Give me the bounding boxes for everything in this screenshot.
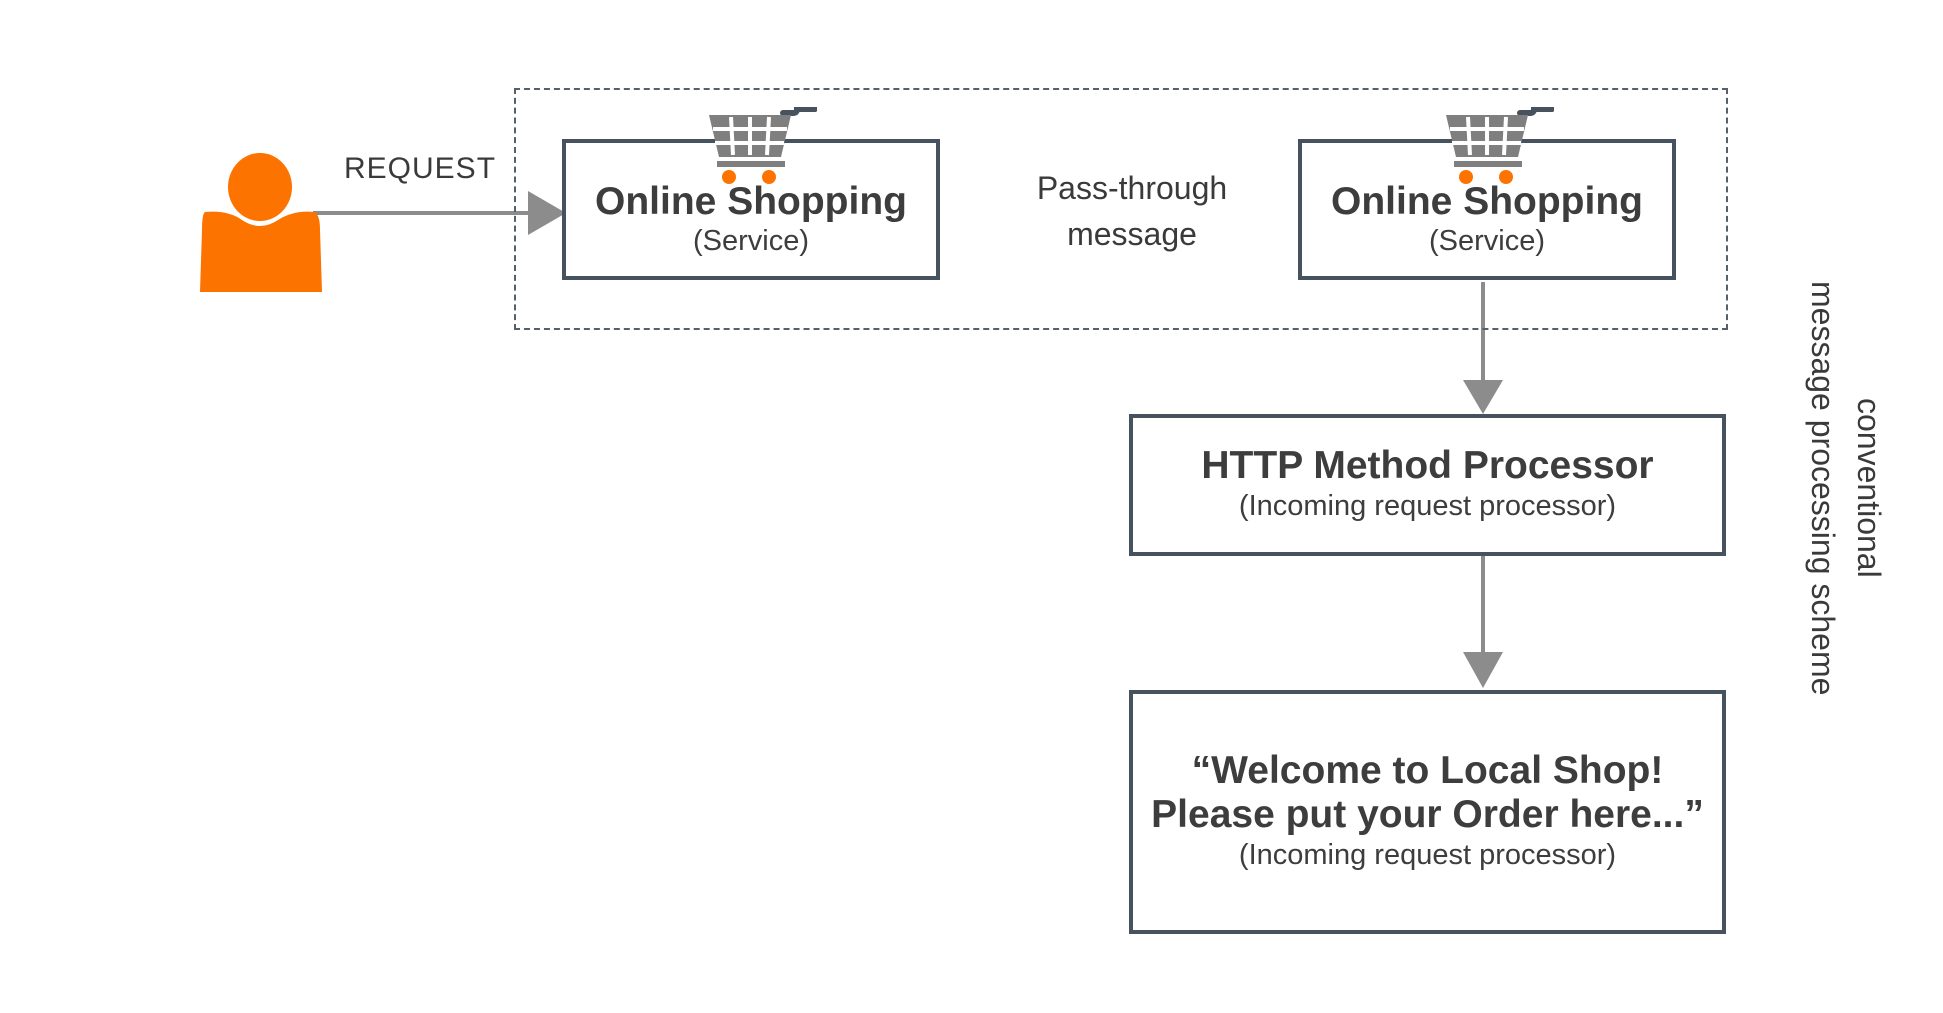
pass-through-line2: message — [1067, 216, 1197, 252]
request-label: REQUEST — [344, 152, 497, 185]
pass-through-label: Pass-through message — [1000, 165, 1264, 257]
side-note-line2: message processing scheme — [1805, 280, 1841, 696]
shopping-cart-icon — [709, 107, 817, 184]
request-arrow-head — [528, 191, 566, 235]
http-processor-title: HTTP Method Processor — [1201, 444, 1654, 488]
http-processor-subtitle: (Incoming request processor) — [1238, 489, 1617, 522]
side-note-line1: conventional — [1851, 398, 1887, 578]
welcome-line1: “Welcome to Local Shop! — [1191, 749, 1664, 793]
pass-through-group — [514, 88, 1728, 330]
welcome-processor[interactable]: “Welcome to Local Shop! Please put your … — [1129, 690, 1726, 934]
user-icon — [200, 153, 322, 292]
service-title: Online Shopping — [1331, 179, 1643, 223]
service-subtitle: (Service) — [692, 225, 809, 258]
service-title: Online Shopping — [595, 179, 907, 223]
pass-through-line1: Pass-through — [1036, 170, 1228, 206]
service-subtitle: (Service) — [1428, 225, 1545, 258]
side-note: conventional message processing scheme — [1790, 258, 1902, 718]
welcome-line2: Please put your Order here...” — [1151, 793, 1704, 837]
welcome-subtitle: (Incoming request processor) — [1238, 838, 1617, 871]
http-to-welcome-arrow-head — [1463, 652, 1503, 688]
shopping-cart-icon — [1446, 107, 1554, 184]
http-method-processor[interactable]: HTTP Method Processor (Incoming request … — [1129, 414, 1726, 556]
service-to-http-arrow-head — [1463, 380, 1503, 414]
